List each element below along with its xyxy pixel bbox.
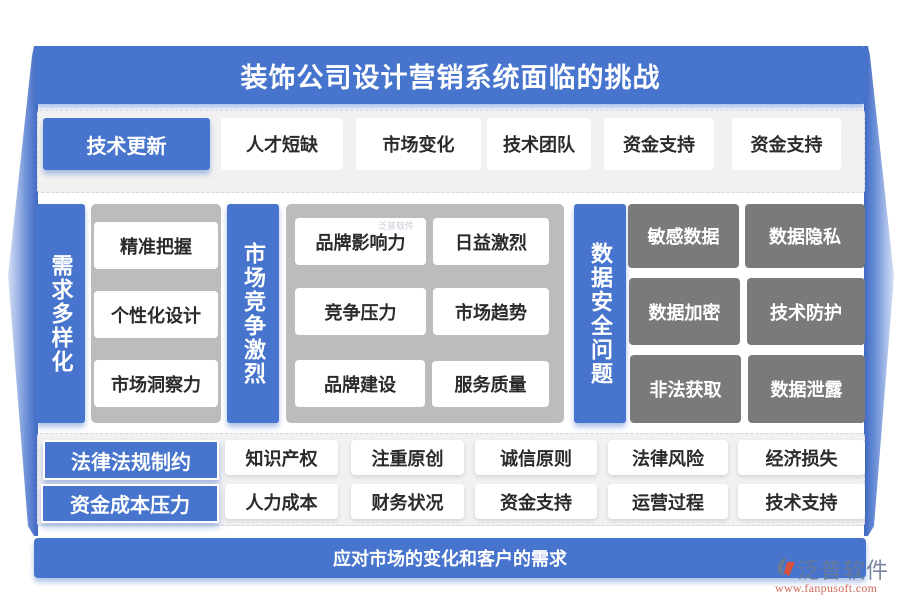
security-item-3: 数据加密 [629,278,740,345]
security-item-2: 数据隐私 [745,204,865,268]
cost-item-2: 财务状况 [351,484,464,519]
competition-item-3: 竞争压力 [295,288,426,335]
legal-item-1: 知识产权 [225,440,338,475]
security-item-1: 敏感数据 [628,204,739,268]
demand-item-3: 市场洞察力 [94,360,218,407]
competition-item-1: 品牌影响力 [295,218,426,265]
cost-item-4: 运营过程 [608,484,728,519]
demand-item-2: 个性化设计 [94,291,218,338]
brand-logo: 泛普软件 www.fanpusoft.com [775,553,895,597]
competition-item-2: 日益激烈 [433,218,549,265]
logo-url: www.fanpusoft.com [775,581,878,595]
category-cost-pressure: 资金成本压力 [41,484,219,523]
top-item-3: 技术团队 [487,118,591,170]
top-item-4: 资金支持 [604,118,714,170]
security-item-5: 非法获取 [630,355,741,423]
category-data-security: 数据安全问题 [574,204,626,423]
competition-item-4: 市场趋势 [433,288,549,335]
legal-item-3: 诚信原则 [475,440,597,475]
competition-item-6: 服务质量 [432,361,549,407]
top-item-1: 人才短缺 [221,118,343,170]
security-item-4: 技术防护 [747,278,865,345]
legal-item-4: 法律风险 [608,440,728,475]
category-competition-label: 市场竞争激烈 [240,241,266,386]
category-demand-label: 需求多样化 [47,253,74,374]
footer-banner: 应对市场的变化和客户的需求 [34,538,866,578]
demand-item-1: 精准把握 [94,222,218,269]
competition-item-5: 品牌建设 [295,360,425,407]
legal-item-2: 注重原创 [351,440,464,475]
logo-mark-icon [775,556,797,582]
security-item-6: 数据泄露 [748,355,865,423]
watermark: 泛普软件 [378,222,415,232]
category-market-competition: 市场竞争激烈 [227,204,279,423]
logo-name: 泛普软件 [797,559,890,584]
legal-item-5: 经济损失 [738,440,865,475]
category-security-label: 数据安全问题 [587,241,613,386]
page-title: 装饰公司设计营销系统面临的挑战 [35,46,866,104]
category-tech-update: 技术更新 [43,118,210,170]
top-item-5: 资金支持 [732,118,841,170]
category-demand-diversity: 需求多样化 [36,204,85,423]
cost-item-5: 技术支持 [738,484,865,519]
left-side-flap [8,46,38,536]
cost-item-1: 人力成本 [225,484,338,519]
category-legal-constraints: 法律法规制约 [43,440,219,480]
cost-item-3: 资金支持 [475,484,597,519]
top-item-2: 市场变化 [356,118,481,170]
right-side-flap [864,46,894,536]
